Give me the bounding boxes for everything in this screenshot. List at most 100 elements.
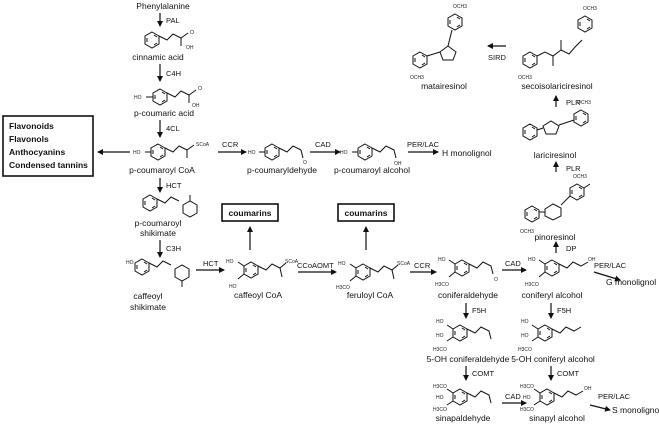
- 5-oh-coniferyl-alcohol-label: 5-OH coniferyl alcohol: [511, 354, 595, 364]
- feruloyl-coa-ho-label: HO: [338, 261, 346, 267]
- p-coumaryldehyde-structure: [259, 143, 304, 161]
- coniferyl-alcohol-structure: [538, 259, 589, 278]
- caffeoyl-coa-structure: [237, 261, 287, 280]
- caffeoyl-coa-label: caffeoyl CoA: [234, 290, 282, 300]
- flavonols-label: Flavonols: [9, 134, 49, 144]
- matairesinol-och3-label: OCH3: [453, 4, 467, 10]
- p-coumaroyl-shikimate-structure: [142, 194, 198, 218]
- coumaroyl-alcohol-oh-label: OH: [394, 161, 402, 167]
- coniferaldehyde-ho-label: HO: [438, 257, 446, 263]
- 5-oh-coniferaldehyde-label: 5-OH coniferaldehyde: [427, 354, 510, 364]
- 5-oh-coniferaldehyde-structure: [446, 324, 492, 342]
- secoisolariciresinol-label: secoisolariciresinol: [521, 81, 592, 91]
- caffeoyl-coa-ho-label: HO: [226, 259, 234, 265]
- coumaryldehyde-ho-label: HO: [248, 150, 256, 156]
- cinnamic-acid-label: cinnamic acid: [132, 52, 184, 62]
- g-monolignol-label: G monolignol: [606, 277, 656, 287]
- sird-enzyme-label: SIRD: [488, 53, 507, 62]
- coumaroyl-coa-scoa-label: SCoA: [196, 142, 210, 148]
- flavonoids-label: Flavonoids: [9, 121, 54, 131]
- coniferyl-alcohol-oh-label: OH: [588, 257, 596, 263]
- p-coumaroyl-shikimate-label-1: p-coumaroyl: [135, 218, 182, 228]
- sinapyl-alcohol-h3co-label: H3CO: [520, 384, 534, 390]
- condensed-tannins-label: Condensed tannins: [9, 160, 88, 170]
- c4h-enzyme-label: C4H: [166, 69, 181, 78]
- coniferyl-alcohol-h3co-label: H3CO: [525, 282, 539, 288]
- 4cl-enzyme-label: 4CL: [166, 124, 180, 133]
- oh-coniferaldehyde-h3co-label: H3CO: [433, 347, 447, 353]
- oh-coniferaldehyde-ho-label-2: HO: [436, 333, 444, 339]
- p-coumaroyl-coa-structure: [145, 143, 195, 161]
- coumarins-label-2: coumarins: [345, 208, 388, 218]
- feruloyl-coa-label: feruloyl CoA: [347, 290, 394, 300]
- coumaryldehyde-o-label: O: [303, 160, 307, 166]
- per-lac-arrow-3: [589, 404, 611, 412]
- cad-enzyme-label-2: CAD: [505, 259, 521, 268]
- sinapaldehyde-ho-label: HO: [436, 395, 444, 401]
- oh-coniferyl-alcohol-ho-label: HO: [521, 319, 529, 325]
- coumarins-box-1: [221, 203, 279, 222]
- caffeoyl-shikimate-structure: [134, 258, 190, 287]
- flavonoid-box: [2, 115, 94, 177]
- plr-enzyme-label-2: PLR: [566, 98, 581, 107]
- per-lac-enzyme-label-1: PER/LAC: [407, 140, 440, 149]
- sinapaldehyde-structure: [446, 388, 492, 406]
- coniferyl-alcohol-label: coniferyl alcohol: [522, 290, 583, 300]
- caffeoyl-coa-ho-label-2: HO: [229, 284, 237, 290]
- sinapyl-alcohol-ho-label: HO: [523, 395, 531, 401]
- feruloyl-coa-h3co-label: H3CO: [336, 285, 350, 291]
- hct-enzyme-label-1: HCT: [166, 181, 182, 190]
- caffeoyl-coa-scoa-label: SCoA: [285, 259, 299, 265]
- matairesinol-label: matairesinol: [421, 81, 467, 91]
- secoisolariciresinol-och3-label: OCH3: [518, 75, 532, 81]
- p-coumaric-acid-label: p-coumaric acid: [134, 108, 194, 118]
- matairesinol-structure: [412, 13, 463, 69]
- pinoresinol-och3-label-2: OCH3: [573, 174, 587, 180]
- secoisolariciresinol-och3-label-2: OCH3: [583, 6, 597, 12]
- pinoresinol-structure: [524, 183, 591, 223]
- lariciresinol-och3-label: OCH3: [577, 100, 591, 106]
- coumaric-ho-label: HO: [134, 95, 142, 101]
- ccr-enzyme-label-1: CCR: [222, 140, 239, 149]
- oh-coniferyl-alcohol-ho-label-2: HO: [521, 333, 529, 339]
- lariciresinol-label: lariciresinol: [534, 150, 577, 160]
- sinapaldehyde-h3co-label: H3CO: [433, 384, 447, 390]
- coniferaldehyde-structure: [448, 259, 494, 278]
- comt-enzyme-label-2: COMT: [557, 369, 579, 378]
- sinapyl-alcohol-structure: [533, 388, 584, 406]
- coumarins-label-1: coumarins: [229, 208, 272, 218]
- coumarins-box-2: [337, 203, 395, 222]
- ccr-enzyme-label-2: CCR: [414, 261, 431, 270]
- matairesinol-och3-label-2: OCH3: [410, 75, 424, 81]
- cinnamic-o-label: O: [190, 30, 194, 36]
- feruloyl-coa-structure: [349, 263, 399, 282]
- cad-enzyme-label-1: CAD: [315, 140, 331, 149]
- p-coumaric-acid-structure: [146, 88, 197, 106]
- 5-oh-coniferyl-alcohol-structure: [531, 324, 582, 342]
- c3h-enzyme-label: C3H: [166, 244, 181, 253]
- coniferaldehyde-label: coniferaldehyde: [438, 290, 498, 300]
- dp-enzyme-label: DP: [566, 244, 576, 253]
- cad-enzyme-label-3: CAD: [505, 392, 521, 401]
- s-monolignol-label: S monolignol: [612, 405, 659, 415]
- p-coumaroyl-shikimate-label-2: shikimate: [140, 228, 176, 238]
- sinapyl-alcohol-label: sinapyl alcohol: [529, 413, 585, 423]
- coumaric-oh-label: OH: [192, 103, 200, 109]
- h-monolignol-label: H monolignol: [442, 148, 492, 158]
- caffeoyl-shikimate-label-1: caffeoyl: [133, 291, 162, 301]
- lariciresinol-structure: [522, 109, 589, 141]
- p-coumaroyl-alcohol-structure: [352, 143, 397, 161]
- coniferyl-alcohol-ho-label: HO: [528, 257, 536, 263]
- p-coumaroyl-coa-label: p-coumaroyl CoA: [129, 165, 195, 175]
- per-lac-enzyme-label-3: PER/LAC: [598, 392, 631, 401]
- coniferaldehyde-h3co-label: H3CO: [435, 282, 449, 288]
- oh-coniferyl-alcohol-h3co-label: H3CO: [518, 347, 532, 353]
- pinoresinol-och3-label: OCH3: [520, 229, 534, 235]
- anthocyanins-label: Anthocyanins: [9, 147, 65, 157]
- sinapaldehyde-label: sinapaldehyde: [436, 413, 491, 423]
- secoisolariciresinol-structure: [522, 15, 593, 69]
- sinapaldehyde-h3co-label-2: H3CO: [433, 407, 447, 413]
- oh-coniferaldehyde-ho-label: HO: [436, 319, 444, 325]
- pinoresinol-label: pinoresinol: [534, 232, 575, 242]
